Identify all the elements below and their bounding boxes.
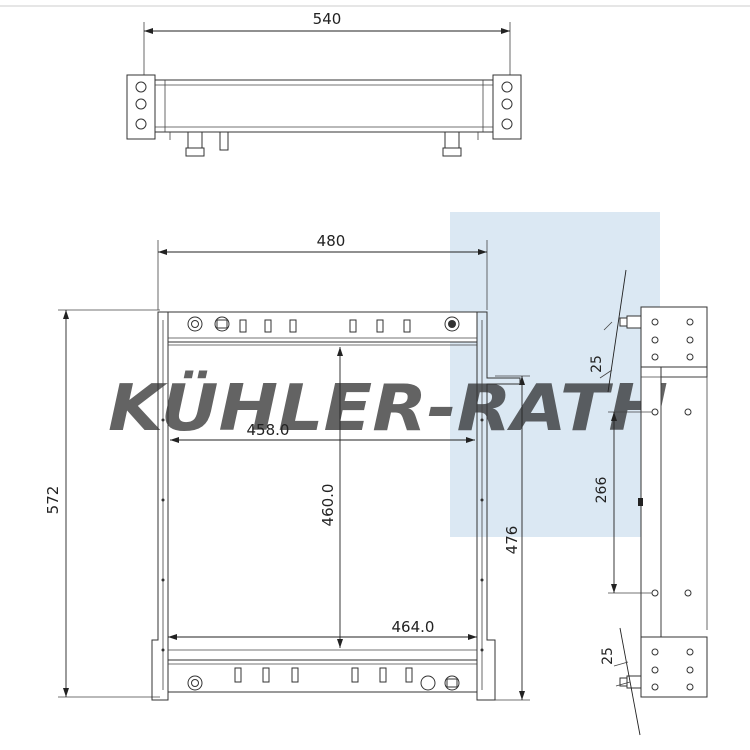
upper-inlet-port xyxy=(187,316,203,332)
dim-core-width-upper: 458.0 xyxy=(247,421,290,439)
lower-outlet-port xyxy=(420,675,436,691)
dim-total-height: 572 xyxy=(44,486,62,515)
front-upper-tank xyxy=(167,311,478,343)
front-left-side-frame xyxy=(151,311,169,701)
side-upper-mount-plate xyxy=(640,306,708,368)
dim-front-width: 480 xyxy=(317,232,346,250)
watermark: KÜHLER-RATH xyxy=(108,212,668,537)
dim-line-25-top xyxy=(607,269,627,393)
top-view: 540 xyxy=(126,10,522,157)
dim-side-offset-top: 25 xyxy=(589,355,605,373)
upper-outlet-port xyxy=(444,316,460,332)
dim-core-height: 460.0 xyxy=(319,484,337,527)
watermark-text: KÜHLER-RATH xyxy=(108,370,668,446)
side-body-channel xyxy=(640,366,662,638)
top-tank-body xyxy=(154,79,494,133)
filler-neck xyxy=(214,316,230,332)
dim-side-offset-bottom: 25 xyxy=(600,647,616,665)
dim-side-height: 476 xyxy=(503,526,521,555)
side-view: 25 266 25 xyxy=(589,269,708,736)
top-outlet-nozzle-left xyxy=(187,131,203,149)
top-outlet-nozzle-right xyxy=(444,131,460,149)
top-right-bracket xyxy=(492,74,522,140)
dim-core-width-lower: 464.0 xyxy=(392,618,435,636)
dim-line-25-bottom xyxy=(619,627,641,736)
front-right-side-frame xyxy=(476,311,521,701)
front-view: 480 572 476 xyxy=(44,232,530,701)
top-drain-plug xyxy=(219,131,229,151)
lower-drain-port xyxy=(444,675,460,691)
watermark-sky-panel xyxy=(450,212,660,537)
top-left-bracket xyxy=(126,74,156,140)
lower-inlet-port xyxy=(187,675,203,691)
side-upper-nozzle xyxy=(626,315,642,329)
side-lower-mount-plate xyxy=(640,636,708,698)
dim-side-mount-spacing: 266 xyxy=(594,477,610,504)
dim-top-width: 540 xyxy=(313,10,342,28)
